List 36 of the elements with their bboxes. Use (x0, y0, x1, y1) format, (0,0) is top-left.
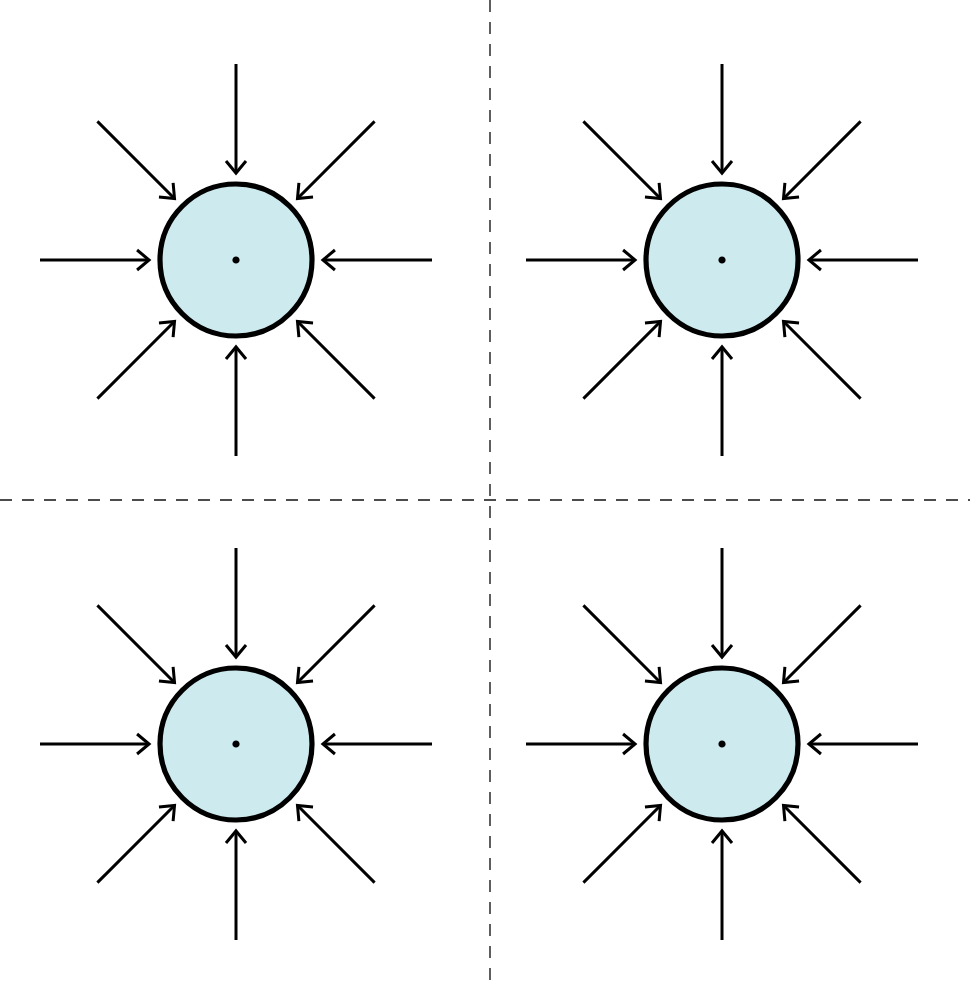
arrow (582, 319, 663, 400)
arrow (40, 732, 152, 756)
arrow (710, 828, 734, 940)
arrow (224, 344, 248, 456)
arrow (96, 319, 177, 400)
arrow (526, 248, 638, 272)
arrow (295, 803, 376, 884)
arrow (582, 120, 663, 201)
arrow (526, 732, 638, 756)
arrow (781, 803, 862, 884)
arrow (224, 64, 248, 176)
arrow (295, 120, 376, 201)
arrow (96, 120, 177, 201)
arrow (781, 604, 862, 685)
arrow (224, 548, 248, 660)
arrow (96, 604, 177, 685)
circle (157, 181, 315, 339)
arrow (710, 548, 734, 660)
arrow (806, 248, 918, 272)
arrow (806, 732, 918, 756)
arrow (295, 604, 376, 685)
arrow (781, 120, 862, 201)
arrow (582, 604, 663, 685)
arrow (710, 64, 734, 176)
arrow (582, 803, 663, 884)
arrow (224, 828, 248, 940)
circle (643, 181, 801, 339)
arrow (320, 248, 432, 272)
arrow (40, 248, 152, 272)
arrow (295, 319, 376, 400)
arrow (96, 803, 177, 884)
arrow (320, 732, 432, 756)
circle (157, 665, 315, 823)
arrow (710, 344, 734, 456)
arrow (781, 319, 862, 400)
circle (643, 665, 801, 823)
